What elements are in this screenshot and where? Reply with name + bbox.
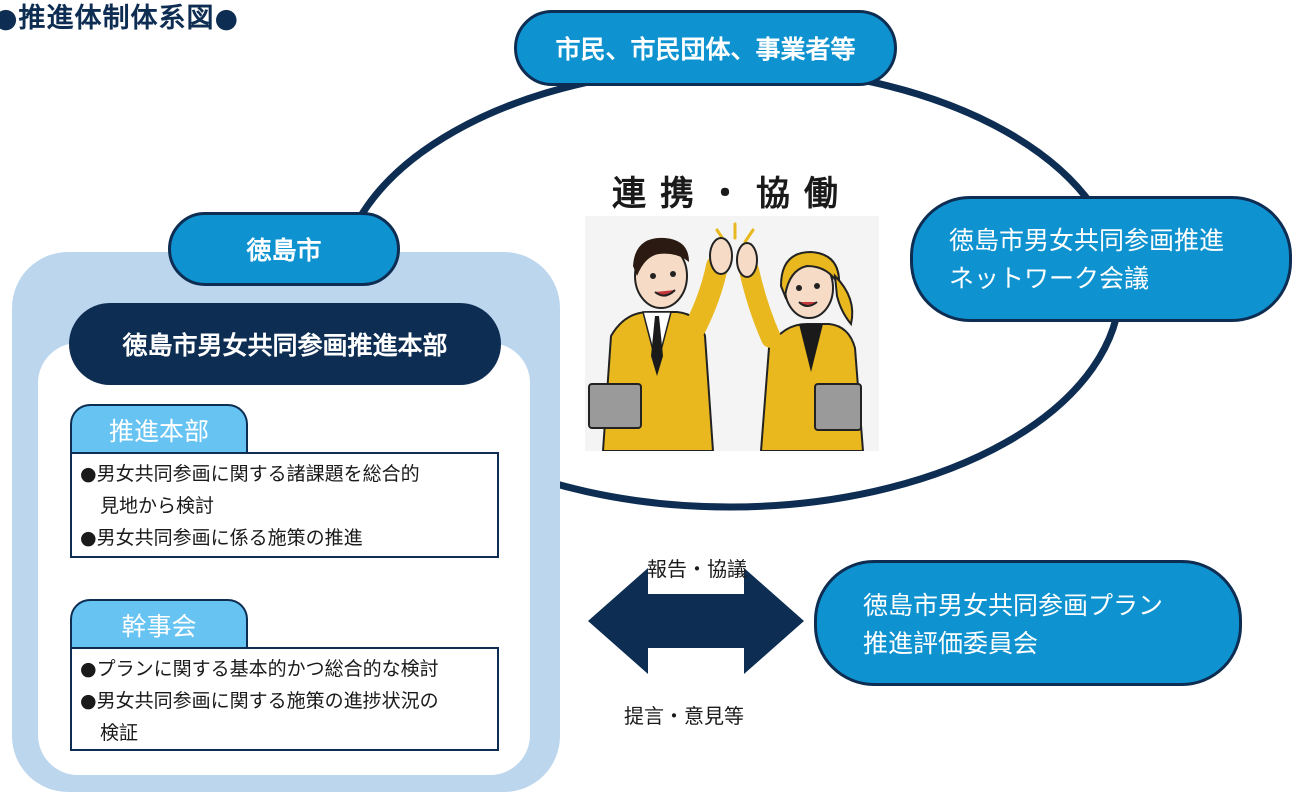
hq-item-1: ●男女共同参画に関する諸課題を総合的 (80, 463, 420, 485)
committee-node-line2: 推進評価委員会 (863, 629, 1039, 658)
page-title: ●推進体制体系図● (0, 3, 240, 34)
man-figure (588, 237, 733, 451)
network-node-line1: 徳島市男女共同参画推進 (949, 226, 1225, 255)
exec-item-2: ●男女共同参画に関する施策の進捗状況の (80, 690, 439, 712)
collaboration-label: 連携・協働 (612, 174, 852, 214)
hq-box: ●男女共同参画に関する諸課題を総合的 見地から検討 ●男女共同参画に係る施策の推… (70, 452, 499, 558)
exec-item-2-cont: 検証 (100, 722, 139, 744)
hq-tab: 推進本部 (70, 404, 248, 454)
hq-item-2: ●男女共同参画に係る施策の推進 (80, 527, 363, 549)
exec-item-1: ●プランに関する基本的かつ総合的な検討 (80, 658, 439, 680)
woman-figure (736, 242, 865, 451)
network-node-line2: ネットワーク会議 (949, 264, 1150, 293)
city-node: 徳島市 (168, 212, 400, 286)
arrow-top-label: 報告・協議 (647, 557, 747, 581)
committee-node-line1: 徳島市男女共同参画プラン (863, 591, 1164, 620)
exec-tab: 幹事会 (70, 599, 248, 649)
citizens-node: 市民、市民団体、事業者等 (514, 10, 897, 86)
arrow-bottom-label: 提言・意見等 (624, 704, 744, 728)
hq-node: 徳島市男女共同参画推進本部 (69, 303, 501, 385)
high-five-illustration (585, 216, 879, 451)
hq-item-1-cont: 見地から検討 (100, 495, 215, 517)
committee-node: 徳島市男女共同参画プラン 推進評価委員会 (814, 560, 1242, 686)
network-node: 徳島市男女共同参画推進 ネットワーク会議 (910, 196, 1292, 322)
double-arrow (588, 568, 804, 674)
exec-box: ●プランに関する基本的かつ総合的な検討 ●男女共同参画に関する施策の進捗状況の … (70, 647, 499, 751)
